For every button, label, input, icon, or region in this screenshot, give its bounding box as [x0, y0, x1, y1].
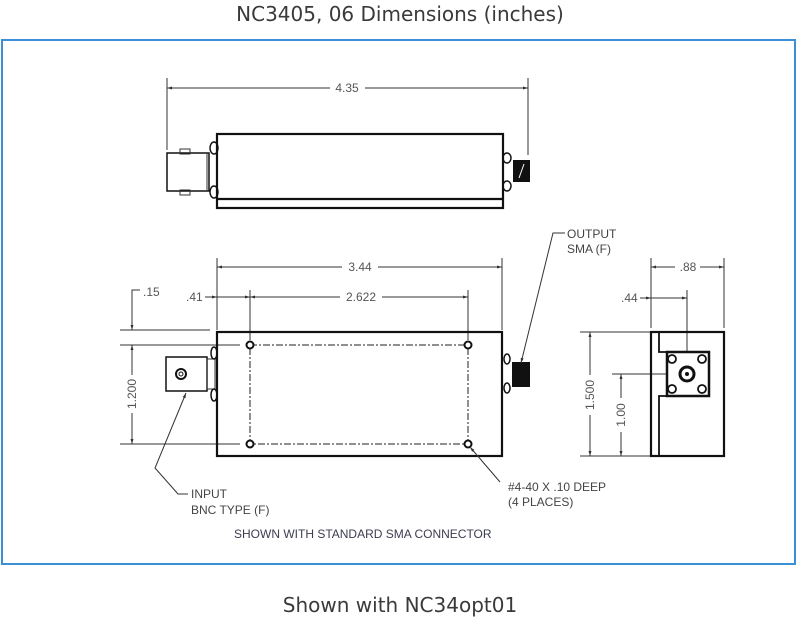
top-body — [215, 132, 505, 210]
dim-hole-offset-y: .15 — [143, 285, 160, 299]
dim-side-height: 1.500 — [583, 380, 597, 410]
bottom-view: 3.44 2.622 .41 .15 1.200 — [120, 227, 617, 541]
sma-connector-bottom — [503, 353, 530, 394]
bnc-connector-top — [166, 141, 219, 199]
caption: Shown with NC34opt01 — [282, 593, 518, 617]
dim-hole-offset-x: .41 — [186, 290, 203, 304]
dim-connector-height: 1.00 — [614, 403, 628, 427]
dim-overall-length: 4.35 — [335, 81, 359, 95]
output-label-line2: SMA (F) — [567, 242, 611, 256]
drawing-frame — [1, 39, 796, 565]
page-title: NC3405, 06 Dimensions (inches) — [236, 2, 564, 26]
dim-hole-spacing-x: 2.622 — [346, 290, 376, 304]
holes-label-line2: (4 PLACES) — [508, 495, 573, 509]
top-view: 4.35 — [166, 78, 530, 210]
sma-connector-top — [502, 152, 530, 192]
dim-connector-offset-x: .44 — [621, 291, 638, 305]
input-label-line2: BNC TYPE (F) — [191, 503, 269, 517]
bnc-connector-bottom — [165, 346, 218, 402]
dim-hole-spacing-y: 1.200 — [125, 379, 139, 409]
mounting-holes — [245, 340, 473, 449]
side-view: .88 .44 1.500 1.00 — [580, 258, 726, 458]
input-label-line1: INPUT — [191, 487, 228, 501]
side-body — [649, 330, 726, 458]
dim-side-width: .88 — [680, 260, 697, 274]
dim-body-length: 3.44 — [348, 260, 372, 274]
bottom-body — [215, 330, 504, 458]
holes-label-line1: #4-40 X .10 DEEP — [508, 480, 606, 494]
sma-flange-side — [665, 350, 711, 398]
shown-with-note: SHOWN WITH STANDARD SMA CONNECTOR — [234, 527, 492, 541]
output-label-line1: OUTPUT — [567, 227, 617, 241]
